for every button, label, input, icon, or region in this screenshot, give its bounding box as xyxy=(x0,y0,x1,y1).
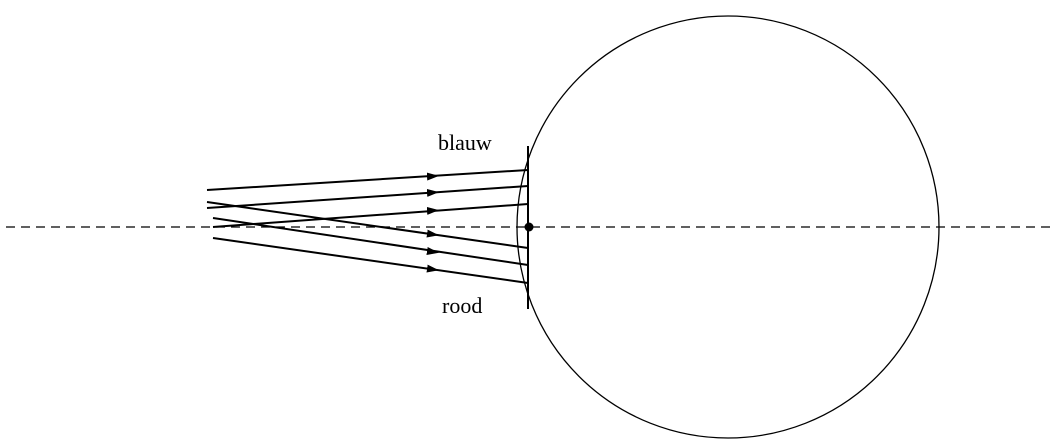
ray-red-1 xyxy=(206,201,529,249)
label-rood: rood xyxy=(442,293,482,318)
ray-blue-3 xyxy=(212,203,529,228)
ray-blue-2 xyxy=(206,185,529,209)
center-point xyxy=(524,222,534,232)
ray-red-3 xyxy=(212,237,529,284)
ray-blue-1 xyxy=(206,169,529,191)
label-blauw: blauw xyxy=(438,130,492,155)
ray-red-2 xyxy=(212,217,529,266)
